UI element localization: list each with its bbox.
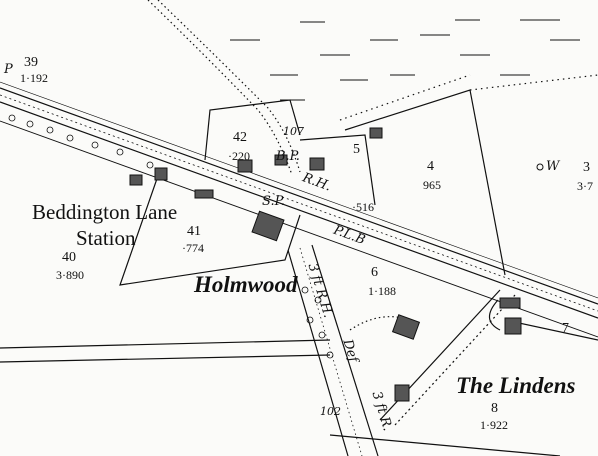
boundary-8-south [329,434,561,456]
label-well: W [546,159,560,174]
boundary-42 [204,99,301,161]
boundary-south-track-2 [0,354,331,363]
rough-grass-marks [230,19,580,101]
place-holmwood: Holmwood [194,272,298,297]
parcel-42-number: 42 [233,130,247,145]
parcel-3-number: 3 [583,160,590,175]
parcel-39-prefix: P [4,62,13,77]
building-station-b [154,167,168,181]
place-the-lindens: The Lindens [456,373,576,398]
building-8 [394,384,410,402]
parcel-40-number: 40 [62,250,76,265]
parcel-4-area: 965 [423,178,441,192]
boundary-5 [299,134,376,206]
railway-boundary-north [0,81,598,299]
parcel-3-area: 3·7 [577,179,593,193]
parcel-41-area: ·774 [182,241,204,255]
parcel-8-number: 8 [491,401,498,416]
label-sp: S.P. [262,194,285,209]
parcel-6-number: 6 [371,265,378,280]
boundary-41 [119,169,301,286]
building-7 [504,317,522,335]
parcel-42-area: ·220 [228,149,250,163]
lindens-drive-curve [349,316,411,331]
parcel-39-area: 1·192 [20,71,48,85]
benchmark-102: 102 [320,405,341,418]
building-station [129,174,143,186]
parcel-5-area: ·516 [352,200,374,214]
parcel-4-number: 4 [427,159,434,174]
railway-edge-south [0,101,598,319]
railway-track-centre [0,94,598,312]
building-6 [391,314,421,340]
footpath-north-edge [157,0,301,173]
road-east-edge [311,244,379,456]
well-icon [536,163,544,171]
station-name-line1: Beddington Lane [32,200,178,224]
building-42-a [237,159,253,173]
embankment-trees [8,114,334,359]
parcel-8-area: 1·922 [480,418,508,432]
building-42-b [274,154,288,166]
parcel-6-area: 1·188 [368,284,396,298]
building-lindens-lodge [499,297,521,309]
parcel-40-area: 3·890 [56,268,84,282]
benchmark-107: 107 [283,125,304,138]
parcel-41-number: 41 [187,224,201,239]
railway-boundary-south [0,120,598,338]
building-platform [194,189,214,199]
building-holmwood [251,210,285,242]
parcel-5-number: 5 [353,142,360,157]
boundary-7-curve [488,299,501,331]
parcel-7-number: 7 [562,321,569,336]
building-5 [309,157,325,171]
boundary-east-dotted [469,74,598,91]
railway-edge-north [0,87,598,305]
parcel-39-number: 39 [24,55,38,70]
station-name-line2: Station [76,226,136,250]
label-bp: B.P. [276,149,300,164]
boundary-south-track [0,339,331,349]
road-west-edge [287,249,349,456]
building-5-b [369,127,383,139]
boundary-4-dotted [339,74,471,121]
